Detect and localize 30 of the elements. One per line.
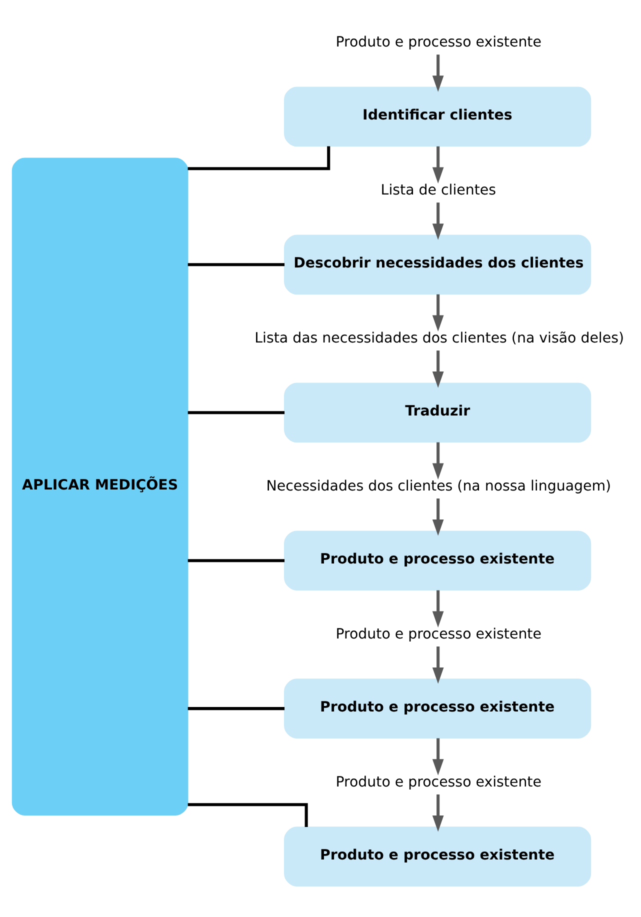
arrow [432,294,444,332]
arrow [432,202,444,240]
node-text: Lista de clientes [380,182,496,198]
arrow [432,590,444,628]
connector [188,146,330,170]
connector [188,411,284,414]
connector [188,707,284,710]
node-text: Necessidades dos clientes (na nossa linguagem) [266,478,612,494]
node-text: Produto e processo existente [336,34,542,50]
node-box: Produto e processo existente [284,530,592,590]
node-box: Descobrir necessidades dos clientes [284,234,592,295]
node-box: Produto e processo existente [284,678,592,738]
arrow [432,646,444,684]
arrow [432,794,444,832]
node-text: Produto e processo existente [336,774,542,790]
node-box: APLICAR MEDIÇÕES [12,158,188,816]
connector [188,263,284,266]
node-box: Produto e processo existente [284,826,592,886]
connector [188,803,308,827]
arrow [432,146,444,184]
arrow [432,738,444,776]
connector [188,559,284,562]
arrow [432,350,444,388]
arrow [432,498,444,536]
node-text: Lista das necessidades dos clientes (na visão deles) [254,330,624,346]
node-box: Traduzir [284,382,592,443]
node-box: Identificar clientes [284,86,592,147]
arrow [432,54,444,92]
arrow [432,442,444,480]
node-text: Produto e processo existente [336,626,542,642]
